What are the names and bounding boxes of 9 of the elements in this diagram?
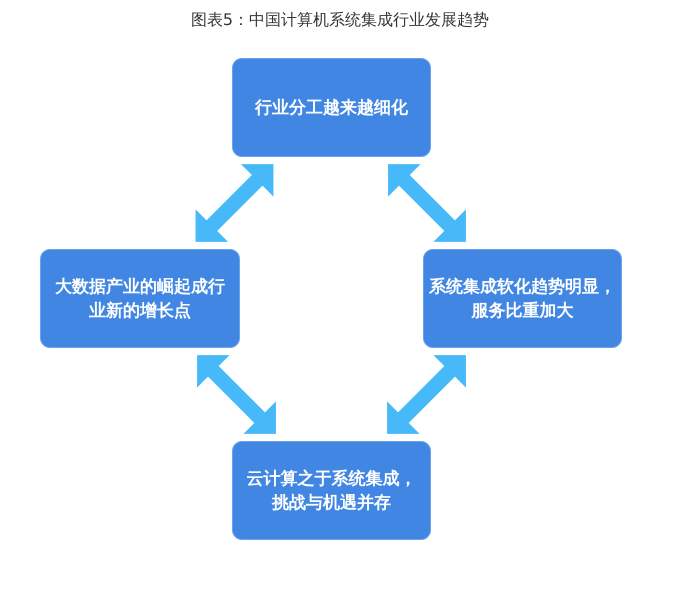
process-box	[232, 441, 431, 540]
process-box	[40, 249, 240, 348]
node-text: 系统集成软化趋势明显，服务比重加大	[428, 276, 617, 322]
node-text: 行业分工越来越细化	[255, 96, 408, 120]
node-text: 云计算之于系统集成，挑战与机遇并存	[246, 468, 418, 514]
process-box	[232, 58, 431, 157]
chart-title: 图表5：中国计算机系统集成行业发展趋势	[190, 10, 490, 30]
process-box	[423, 249, 622, 348]
node-text: 大数据产业的崛起成行业新的增长点	[54, 276, 226, 322]
